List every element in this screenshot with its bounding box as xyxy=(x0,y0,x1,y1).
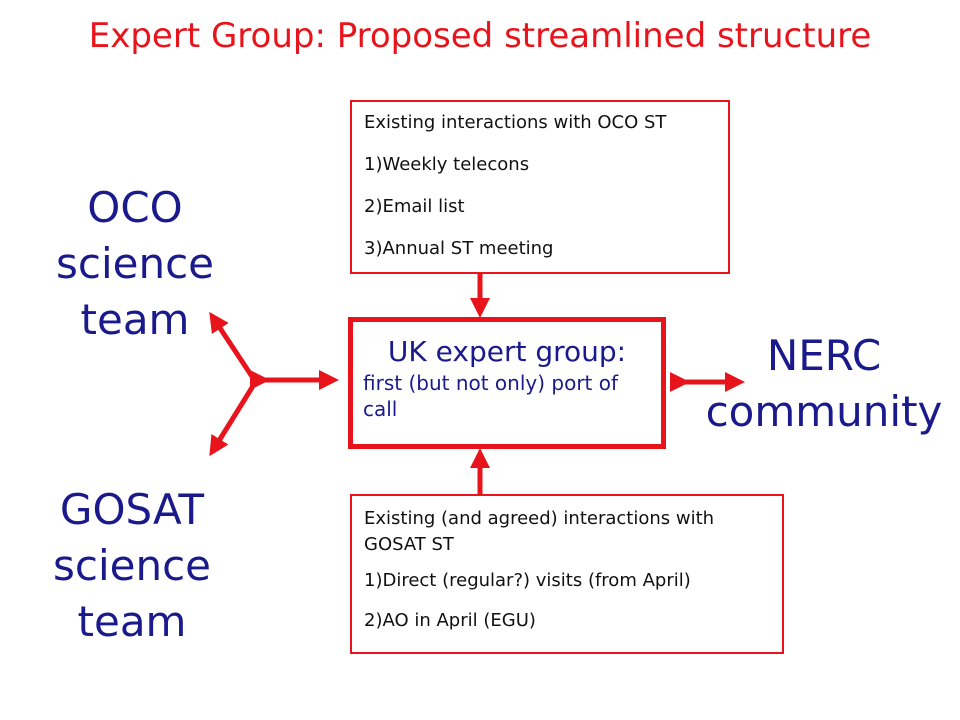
oco-interaction-item: 1)Weekly telecons xyxy=(364,154,530,175)
gosat-label-line: team xyxy=(77,597,187,646)
oco-interactions-heading: Existing interactions with OCO ST xyxy=(364,112,667,133)
oco-label-line: team xyxy=(80,295,190,344)
oco-label-line: OCO xyxy=(87,183,183,232)
gosat-science-team-label: GOSAT science team xyxy=(32,482,232,650)
gosat-interaction-item: 2)AO in April (EGU) xyxy=(364,610,536,631)
nerc-label-line: NERC xyxy=(766,331,882,380)
oco-interaction-item: 2)Email list xyxy=(364,196,465,217)
uk-expert-group-box: UK expert group: first (but not only) po… xyxy=(348,317,666,449)
gosat-label-line: GOSAT xyxy=(59,485,205,534)
gosat-interactions-heading: Existing (and agreed) interactions with … xyxy=(364,508,715,555)
uk-expert-group-subtext: first (but not only) port of call xyxy=(363,371,619,421)
oco-interaction-item: 3)Annual ST meeting xyxy=(364,238,554,259)
gosat-interactions-box: Existing (and agreed) interactions with … xyxy=(350,494,784,654)
arrow-junction-to-gosat xyxy=(209,384,256,457)
oco-interactions-box: Existing interactions with OCO ST 1)Week… xyxy=(350,100,730,274)
gosat-interaction-item: 1)Direct (regular?) visits (from April) xyxy=(364,570,691,591)
nerc-label-line: community xyxy=(705,387,943,436)
nerc-community-label: NERC community xyxy=(700,328,948,440)
gosat-label-line: science xyxy=(52,541,212,590)
uk-expert-group-heading: UK expert group: xyxy=(387,335,627,368)
page-title: Expert Group: Proposed streamlined struc… xyxy=(88,16,872,56)
oco-science-team-label: OCO science team xyxy=(40,180,230,348)
oco-label-line: science xyxy=(55,239,215,288)
